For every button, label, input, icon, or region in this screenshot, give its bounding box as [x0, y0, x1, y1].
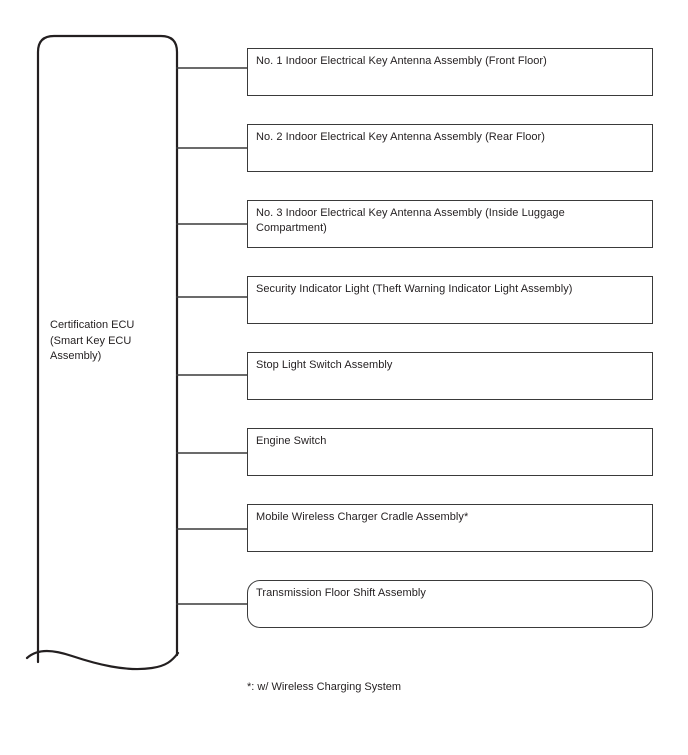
component-label-3: No. 3 Indoor Electrical Key Antenna Asse… — [256, 207, 565, 234]
footnote-text: *: w/ Wireless Charging System — [247, 681, 402, 693]
component-box-6[interactable]: Engine Switch — [247, 428, 653, 476]
component-label-7: Mobile Wireless Charger Cradle Assembly* — [256, 511, 469, 523]
component-label-5: Stop Light Switch Assembly — [256, 359, 393, 371]
component-box-3[interactable]: No. 3 Indoor Electrical Key Antenna Asse… — [247, 200, 653, 248]
component-box-8[interactable]: Transmission Floor Shift Assembly — [247, 580, 653, 628]
component-label-2: No. 2 Indoor Electrical Key Antenna Asse… — [256, 131, 545, 143]
component-label-6: Engine Switch — [256, 435, 327, 447]
trunk-torn-bottom-icon — [25, 649, 180, 671]
trunk-label: Certification ECU (Smart Key ECU Assembl… — [50, 319, 135, 362]
component-box-7[interactable]: Mobile Wireless Charger Cradle Assembly* — [247, 504, 653, 552]
component-box-2[interactable]: No. 2 Indoor Electrical Key Antenna Asse… — [247, 124, 653, 172]
component-label-8: Transmission Floor Shift Assembly — [256, 587, 426, 599]
component-label-1: No. 1 Indoor Electrical Key Antenna Asse… — [256, 55, 547, 67]
component-box-4[interactable]: Security Indicator Light (Theft Warning … — [247, 276, 653, 324]
component-label-4: Security Indicator Light (Theft Warning … — [256, 283, 573, 295]
component-box-5[interactable]: Stop Light Switch Assembly — [247, 352, 653, 400]
component-box-1[interactable]: No. 1 Indoor Electrical Key Antenna Asse… — [247, 48, 653, 96]
